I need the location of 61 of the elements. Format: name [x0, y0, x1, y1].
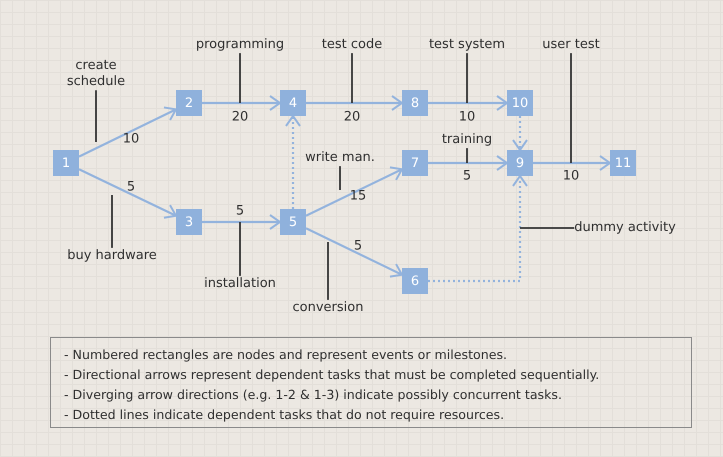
- duration-label: 10: [458, 110, 476, 124]
- milestone-box: 10: [507, 90, 533, 116]
- task-label: conversion: [292, 300, 364, 316]
- milestone-box: 2: [176, 90, 202, 116]
- leader-line: [339, 166, 341, 190]
- leader-line: [351, 53, 353, 103]
- duration-label: 10: [562, 168, 580, 184]
- arrow: [306, 166, 403, 217]
- task-label: create schedule: [56, 58, 136, 90]
- leader-line: [95, 90, 97, 142]
- arrow: [306, 227, 403, 278]
- arrow: [306, 95, 403, 111]
- task-label: buy hardware: [67, 248, 157, 264]
- note-text: - Numbered rectangles are nodes and represent events or milestones.: [64, 346, 508, 364]
- arrow: [428, 95, 508, 111]
- leader-line: [466, 53, 468, 103]
- duration-label: 5: [462, 168, 472, 184]
- arrow: [202, 95, 281, 111]
- duration-label: 5: [354, 238, 362, 254]
- task-label: installation: [204, 276, 276, 292]
- arrow: [533, 155, 611, 171]
- task-label: test system: [428, 36, 506, 54]
- duration-label: 10: [122, 132, 140, 146]
- leader-line: [239, 222, 241, 276]
- task-label: test code: [322, 36, 382, 54]
- milestone-box: 6: [402, 268, 428, 294]
- duration-label: 20: [344, 110, 360, 124]
- notes-box: [50, 337, 692, 428]
- leader-line: [570, 53, 572, 163]
- milestone-box: 4: [280, 90, 306, 116]
- arrow: [428, 155, 508, 171]
- task-label: programming: [196, 36, 284, 54]
- leader-line: [520, 227, 574, 229]
- duration-label: 15: [350, 188, 366, 204]
- task-label: write man.: [305, 150, 375, 166]
- milestone-box: 7: [402, 150, 428, 176]
- milestone-box: 8: [402, 90, 428, 116]
- leader-line: [327, 242, 329, 300]
- arrow: [78, 106, 177, 158]
- task-label: user test: [542, 36, 600, 54]
- dotted-arrow: [428, 175, 528, 282]
- leader-line: [111, 195, 113, 248]
- note-text: - Diverging arrow directions (e.g. 1-2 & 1-3) indicate possibly concurrent tasks.: [64, 386, 562, 404]
- milestone-box: 11: [610, 150, 636, 176]
- arrow: [202, 214, 281, 230]
- task-label: training: [442, 132, 492, 148]
- dotted-arrow: [512, 116, 528, 151]
- task-label: dummy activity: [574, 220, 676, 236]
- note-text: - Dotted lines indicate dependent tasks that do not require resources.: [64, 406, 504, 424]
- note-text: - Directional arrows represent dependent tasks that must be completed sequentially.: [64, 366, 600, 384]
- arrow: [78, 168, 177, 219]
- leader-line: [466, 148, 468, 163]
- milestone-box: 3: [176, 209, 202, 235]
- leader-line: [239, 53, 241, 103]
- duration-label: 5: [236, 204, 244, 218]
- milestone-box: 9: [507, 150, 533, 176]
- duration-label: 5: [126, 180, 136, 194]
- dotted-arrow: [285, 115, 301, 209]
- milestone-box: 1: [53, 150, 79, 176]
- milestone-box: 5: [280, 209, 306, 235]
- duration-label: 20: [232, 110, 248, 124]
